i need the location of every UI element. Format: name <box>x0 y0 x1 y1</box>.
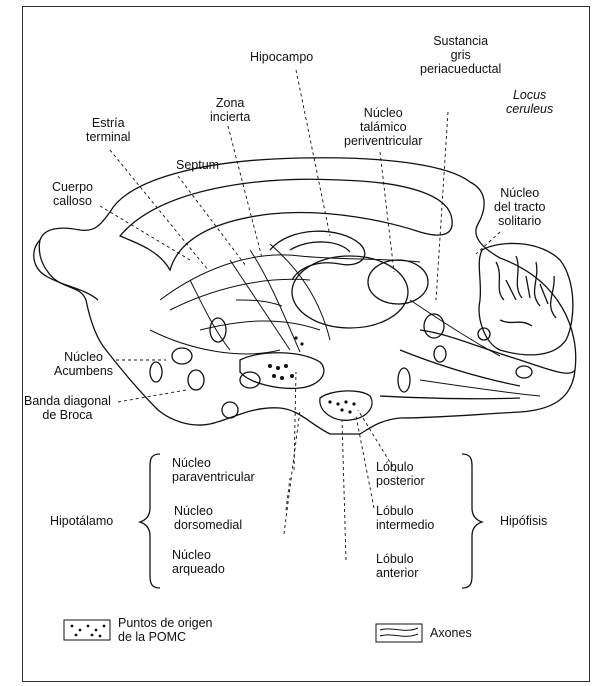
label-septum: Septum <box>176 158 219 172</box>
label-lobulo-posterior: Lóbulo posterior <box>376 460 425 488</box>
legend-axones-box <box>376 624 422 642</box>
label-sustancia-gris: Sustancia gris periacueductal <box>420 34 501 76</box>
olfactory-bulb <box>34 240 98 300</box>
label-cuerpo-calloso: Cuerpo calloso <box>52 180 93 208</box>
hipotalamo-brace <box>140 454 160 588</box>
pomc-dots <box>268 336 356 413</box>
label-hipofisis: Hipófisis <box>500 514 547 528</box>
label-locus-ceruleus: Locus ceruleus <box>506 88 553 116</box>
legend-pomc-label: Puntos de origen de la POMC <box>118 616 213 644</box>
label-nucleo-tracto-solitario: Núcleo del tracto solitario <box>494 186 545 228</box>
hipofisis-brace <box>462 454 482 588</box>
label-nucleo-acumbens: Núcleo Acumbens <box>54 350 113 378</box>
label-estria-terminal: Estría terminal <box>86 116 130 144</box>
label-nucleo-paraventricular: Núcleo paraventricular <box>172 456 255 484</box>
label-nucleo-arqueado: Núcleo arqueado <box>172 548 225 576</box>
legend-pomc-box <box>64 620 110 640</box>
thalamus <box>292 256 408 328</box>
label-hipotalamo: Hipotálamo <box>50 514 113 528</box>
label-nucleo-dorsomedial: Núcleo dorsomedial <box>174 504 242 532</box>
label-hipocampo: Hipocampo <box>250 50 313 64</box>
label-zona-incierta: Zona incierta <box>210 96 250 124</box>
label-banda-diagonal: Banda diagonal de Broca <box>24 394 111 422</box>
label-lobulo-intermedio: Lóbulo intermedio <box>376 504 434 532</box>
label-nucleo-talamico: Núcleo talámico periventricular <box>344 106 423 148</box>
label-lobulo-anterior: Lóbulo anterior <box>376 552 418 580</box>
legend-axones-label: Axones <box>430 626 472 640</box>
axon-fibers <box>150 244 540 396</box>
pituitary <box>320 391 372 420</box>
corpus-callosum <box>120 179 452 270</box>
cerebellum <box>479 243 573 354</box>
